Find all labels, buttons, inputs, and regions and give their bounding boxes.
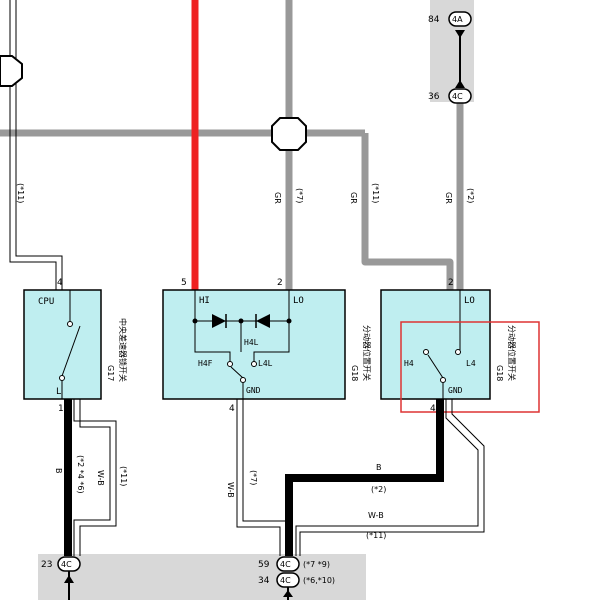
label-b-right: B (376, 463, 382, 472)
g18b-lo: LO (464, 296, 475, 306)
g18a-id: G18 (350, 365, 359, 381)
g18b-l4: L4 (466, 359, 476, 368)
g17-name: 中央差速器锁开关 (118, 318, 128, 382)
shade-bottom (38, 554, 366, 600)
connector-bottom-left (57, 556, 81, 600)
label-gr3: GR (444, 192, 453, 204)
gray-wires (0, 0, 464, 290)
conn-59: 59 (258, 560, 270, 570)
pin-g18a-hi: 5 (181, 278, 187, 288)
label-note2-top: (*2) (466, 188, 475, 203)
highlight-box (400, 321, 540, 413)
conn-4a: 4A (452, 15, 463, 24)
g18a-l4l: L4L (258, 359, 273, 368)
label-note46: (*2 *4 *6) (76, 455, 85, 494)
splice-center (271, 117, 307, 151)
label-note7-top: (*7) (295, 188, 304, 203)
g18a-h4f: H4F (198, 359, 213, 368)
label-note11-right: (*11) (366, 531, 386, 540)
pin-g18b-lo: 2 (448, 278, 454, 288)
label-note2-low: (*2) (371, 485, 386, 494)
pin-g18b-bottom: 4 (430, 404, 436, 414)
hollow-wire-cpu (9, 0, 63, 290)
connector-top-right (448, 11, 472, 104)
component-g17 (23, 289, 102, 400)
wire-g18b-wb (295, 399, 485, 556)
g18b-h4: H4 (404, 359, 414, 368)
g17-id: G17 (106, 365, 115, 381)
component-g18-right (380, 289, 491, 400)
g18a-h4l: H4L (244, 338, 259, 347)
pin-g18a-lo: 2 (277, 278, 283, 288)
g17-l: L (56, 387, 61, 397)
conn-59-note: (*7 *9) (303, 560, 330, 569)
label-b-left: B (54, 468, 63, 474)
g18b-gnd: GND (448, 386, 463, 395)
conn-84: 84 (428, 15, 440, 25)
label-note11-mid: (*11) (371, 183, 380, 203)
label-note11-left: (*11) (16, 183, 25, 203)
connector-bottom-mid (276, 556, 300, 600)
wire-g18b-b (285, 399, 444, 556)
g17-cpu: CPU (38, 297, 54, 307)
g18b-name: 分动器位置开关 (507, 325, 517, 381)
g18a-gnd: GND (246, 386, 261, 395)
component-g18-left (162, 289, 346, 400)
label-note11-low: (*11) (119, 466, 128, 486)
conn-23: 23 (41, 560, 52, 570)
wire-g18a-wb (236, 399, 287, 556)
conn-4c-a: 4C (61, 560, 72, 569)
label-gr1: GR (273, 192, 282, 204)
conn-4c-top: 4C (452, 92, 463, 101)
label-wb-mid: W-B (226, 482, 235, 498)
label-wb-right: W-B (368, 511, 384, 520)
label-wb-left: W-B (96, 470, 105, 486)
g18a-hi: HI (199, 296, 210, 306)
pin-g17-bottom: 1 (58, 404, 64, 414)
g18b-id: G18 (495, 365, 504, 381)
conn-34: 34 (258, 576, 270, 586)
conn-4c-b: 4C (280, 560, 291, 569)
splice-left (0, 55, 23, 87)
pin-g18a-bottom: 4 (229, 404, 235, 414)
pin-g17-top: 4 (57, 278, 63, 288)
label-gr2: GR (349, 192, 358, 204)
conn-4c-c: 4C (280, 576, 291, 585)
g18a-lo: LO (293, 296, 304, 306)
conn-36: 36 (428, 92, 440, 102)
label-note7-low: (*7) (249, 470, 258, 485)
wire-g17-wb (73, 399, 117, 556)
g18a-name: 分动器位置开关 (362, 325, 372, 381)
conn-34-note: (*6,*10) (303, 576, 335, 585)
